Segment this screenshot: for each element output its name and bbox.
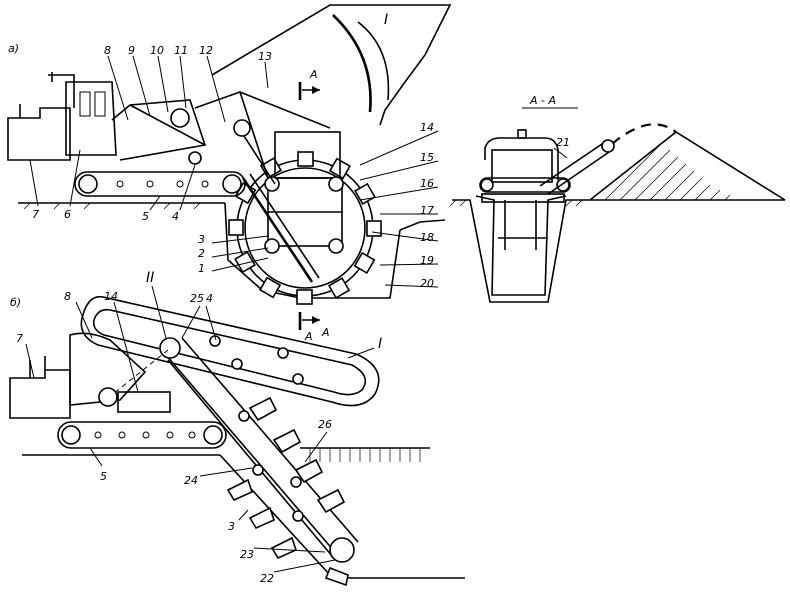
rotor-strut bbox=[241, 177, 314, 283]
section-mark-a-top: А bbox=[309, 68, 318, 81]
crawler-track-a bbox=[74, 171, 246, 197]
roman-I-a: I bbox=[384, 12, 388, 28]
label-5-a: 5 bbox=[142, 210, 149, 223]
label-3-a: 3 bbox=[198, 233, 205, 246]
label-7-b: 7 bbox=[16, 332, 23, 345]
label-26: 26 bbox=[318, 418, 332, 431]
label-17: 17 bbox=[420, 204, 434, 217]
cross-conveyor bbox=[479, 177, 571, 193]
view-b-label: б) bbox=[10, 296, 21, 309]
view-a-rotary-trencher: а) I А А 8 9 10 11 12 13 14 15 16 17 18 … bbox=[7, 4, 452, 343]
leader-lines-b bbox=[25, 285, 375, 573]
rotor-wheel bbox=[236, 159, 374, 297]
top-conveyor-b bbox=[80, 295, 380, 407]
roman-II: II bbox=[146, 270, 154, 286]
label-4-a: 4 bbox=[172, 210, 179, 223]
label-22: 22 bbox=[260, 572, 274, 585]
rotor-buckets bbox=[228, 151, 382, 305]
label-5-b: 5 bbox=[100, 470, 107, 483]
section-cab bbox=[491, 149, 553, 183]
label-7-a: 7 bbox=[32, 208, 39, 221]
label-14-b: 14 bbox=[104, 290, 118, 303]
ground-hatch-b bbox=[309, 448, 421, 462]
label-4-b: 4 bbox=[206, 292, 213, 305]
hood-flap bbox=[332, 14, 372, 113]
label-24: 24 bbox=[184, 474, 198, 487]
boom-sprocket-bottom bbox=[329, 537, 355, 563]
boom-rollers bbox=[238, 410, 304, 522]
label-21: 21 bbox=[556, 136, 570, 149]
label-11: 11 bbox=[174, 44, 188, 57]
track-rollers-a bbox=[78, 174, 242, 194]
label-6: 6 bbox=[64, 208, 71, 221]
section-mark-a-bottom: А bbox=[304, 330, 313, 343]
crawler-track-b bbox=[57, 421, 227, 449]
label-3-b: 3 bbox=[228, 520, 235, 533]
section-ground-hatch bbox=[449, 199, 583, 207]
view-a-label: а) bbox=[8, 42, 19, 55]
label-25: 25 bbox=[190, 292, 204, 305]
label-23: 23 bbox=[240, 548, 254, 561]
section-title: А - А bbox=[529, 94, 556, 107]
label-15: 15 bbox=[420, 151, 434, 164]
label-2: 2 bbox=[198, 247, 205, 260]
label-20: 20 bbox=[420, 277, 434, 290]
label-1: 1 bbox=[198, 262, 205, 275]
view-b-chain-trencher: б) 7 8 14 II 25 4 А I 26 24 3 23 22 5 bbox=[9, 270, 465, 587]
chain-buckets bbox=[226, 396, 349, 587]
label-8: 8 bbox=[104, 44, 111, 57]
spoil-heap-hatch bbox=[604, 144, 731, 201]
track-rollers-b bbox=[61, 425, 223, 445]
section-a-a: А - А 21 bbox=[449, 94, 786, 303]
boom-sprocket-top bbox=[159, 337, 181, 359]
top-conveyor-rollers bbox=[209, 335, 304, 385]
label-10: 10 bbox=[150, 44, 164, 57]
roman-I-b: I bbox=[378, 336, 382, 352]
tractor-body-b bbox=[9, 369, 71, 419]
spoil-trajectory bbox=[611, 123, 677, 145]
label-16: 16 bbox=[420, 177, 434, 190]
label-12: 12 bbox=[199, 44, 213, 57]
label-9: 9 bbox=[128, 44, 135, 57]
label-19: 19 bbox=[420, 254, 434, 267]
cab-a bbox=[65, 81, 117, 156]
label-8-b: 8 bbox=[64, 290, 71, 303]
chain-boom bbox=[159, 347, 341, 559]
leader-lines-a bbox=[29, 55, 439, 288]
spoil-heap bbox=[589, 131, 786, 201]
label-13: 13 bbox=[258, 50, 272, 63]
label-14: 14 bbox=[420, 121, 434, 134]
label-18: 18 bbox=[420, 231, 434, 244]
tractor-body-a bbox=[7, 107, 71, 161]
conveyor-hood bbox=[211, 4, 452, 126]
section-mark-b: А bbox=[321, 326, 330, 339]
ground-hatch-a bbox=[23, 202, 201, 210]
